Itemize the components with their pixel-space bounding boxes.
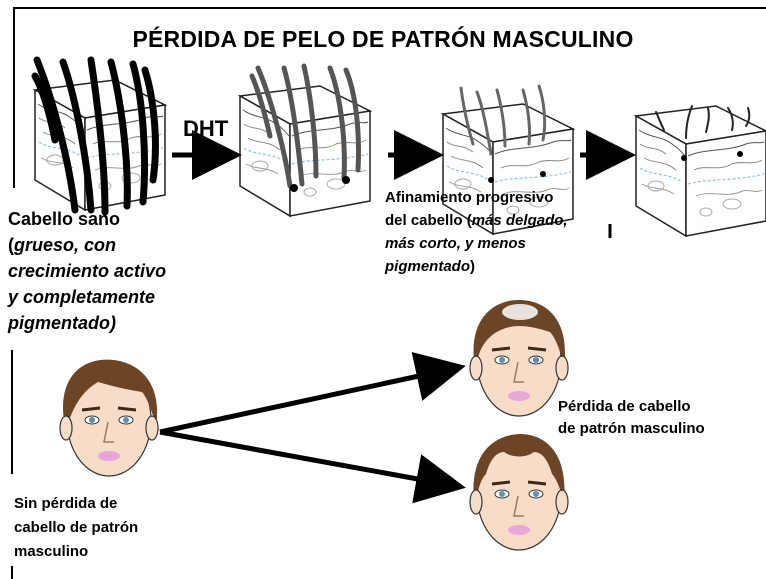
skin-block-dht [239, 63, 371, 217]
male-pattern-line-1: Pérdida de cabello [558, 398, 691, 415]
skin-block-miniaturized [635, 105, 766, 237]
thinning-line-4-close: ) [470, 258, 475, 275]
healthy-hair-desc-4: pigmentado) [8, 313, 116, 333]
healthy-hair-open-paren: ( [8, 235, 14, 255]
face-receding-hairline [469, 434, 569, 551]
healthy-hair-desc-3: y completamente [8, 287, 156, 307]
skin-block-thinning [442, 84, 574, 235]
arrow-to-vertex-loss [159, 352, 466, 435]
male-pattern-line-2: de patrón masculino [558, 420, 705, 437]
arrow-to-receding-loss [159, 429, 466, 504]
thinning-line-4: pigmentado [385, 258, 470, 275]
dht-label: DHT [183, 116, 229, 141]
no-pattern-line-1: Sin pérdida de [14, 495, 118, 512]
healthy-hair-heading: Cabello sano [8, 209, 121, 229]
no-pattern-caption: Sin pérdida de cabello de patrón masculi… [14, 492, 174, 564]
no-pattern-line-2: cabello de patrón [14, 519, 139, 536]
face-vertex-hair-loss [469, 300, 569, 417]
thinning-line-1: Afinamiento progresivo [385, 189, 554, 206]
thinning-line-3: más corto, y menos [385, 235, 526, 252]
face-no-hair-loss [59, 359, 159, 477]
frame-top-left-line [13, 7, 766, 188]
thinning-line-2-italic: más delgado, [471, 212, 568, 229]
skin-block-healthy [31, 56, 166, 216]
thinning-caption: Afinamiento progresivo del cabello (más … [385, 186, 595, 278]
healthy-hair-desc-1: grueso, con [14, 235, 117, 255]
diagram-title: PÉRDIDA DE PELO DE PATRÓN MASCULINO [132, 26, 634, 52]
healthy-hair-desc-2: crecimiento activo [8, 261, 167, 281]
no-pattern-line-3: masculino [14, 543, 89, 560]
thinning-line-2: del cabello ( [385, 212, 472, 229]
male-pattern-caption: Pérdida de cabello de patrón masculino [558, 396, 758, 440]
healthy-hair-caption: Cabello sano (grueso, con crecimiento ac… [8, 206, 198, 336]
